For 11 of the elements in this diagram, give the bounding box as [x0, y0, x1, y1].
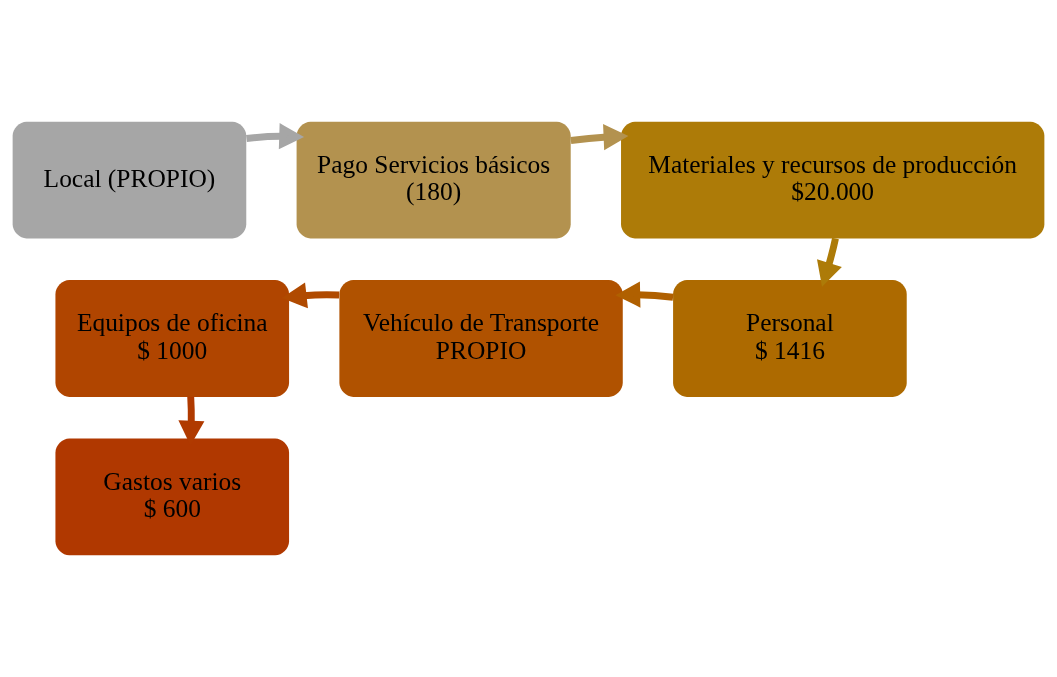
arrow	[570, 124, 629, 151]
node-box: Vehículo de Transporte PROPIO	[339, 280, 623, 397]
arrow	[615, 281, 674, 308]
node-box: Equipos de oficina $ 1000	[55, 280, 290, 397]
node-box: Personal $ 1416	[673, 280, 907, 397]
node-box: Materiales y recursos de producción $20.000	[621, 121, 1045, 239]
arrow	[816, 237, 842, 287]
node-box: Gastos varios $ 600	[55, 438, 290, 556]
node-box: Local (PROPIO)	[12, 121, 247, 239]
arrow	[246, 123, 305, 150]
node-box: Pago Servicios básicos (180)	[296, 121, 571, 239]
